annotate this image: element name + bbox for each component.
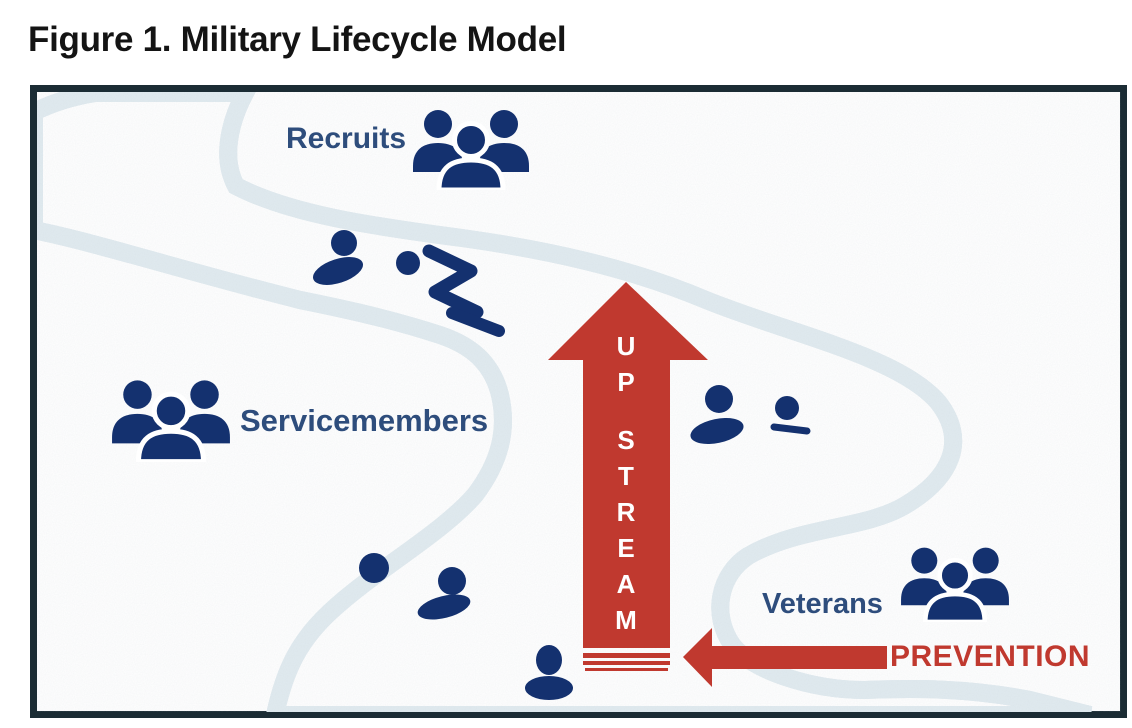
freestyle-swimmer-icon bbox=[396, 244, 505, 337]
recruits-label: Recruits bbox=[286, 122, 407, 155]
upstream-arrow bbox=[548, 282, 708, 671]
bobbing-head-icon bbox=[359, 553, 389, 583]
swimming-person-icon bbox=[417, 567, 471, 620]
servicemembers-label: Servicemembers bbox=[240, 403, 489, 438]
head-above-water-icon bbox=[770, 396, 811, 435]
swimming-person-icon bbox=[312, 230, 364, 285]
figure-title: Figure 1. Military Lifecycle Model bbox=[28, 20, 567, 59]
water-line bbox=[585, 668, 668, 671]
veterans-label: Veterans bbox=[762, 588, 883, 620]
prevention-arrow bbox=[683, 628, 887, 687]
water-line bbox=[583, 653, 670, 658]
swimming-person-icon bbox=[525, 645, 573, 700]
swimming-person-icon bbox=[690, 385, 744, 445]
prevention-label: PREVENTION bbox=[890, 640, 1091, 673]
water-line bbox=[583, 661, 670, 665]
